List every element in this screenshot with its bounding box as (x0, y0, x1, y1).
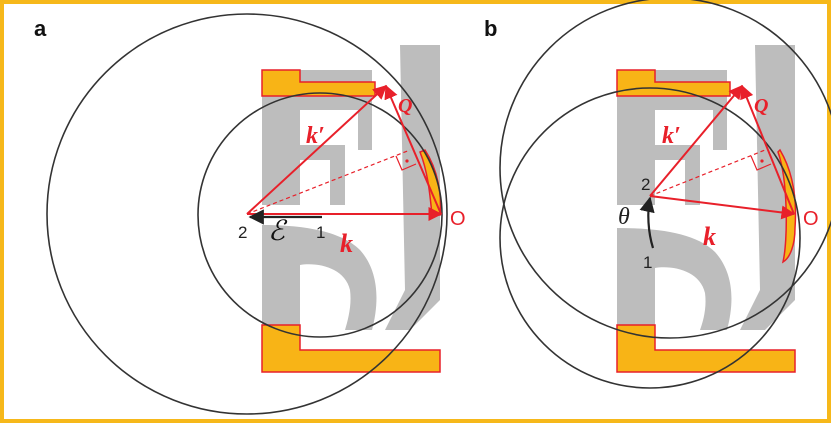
field-label-a: ℰ (268, 216, 288, 247)
right-angle-dot-a (405, 159, 409, 163)
vector-k-b (649, 195, 796, 220)
ewald-sphere-upper-b (499, 0, 831, 339)
origin-label-a: O (450, 208, 466, 230)
k-prime-label-b: k′ (662, 123, 681, 149)
letter-e-gray (262, 70, 372, 205)
ewald-sphere-large-a (46, 13, 448, 415)
dashed-normal-a (246, 149, 411, 215)
right-angle-dot-b (760, 159, 764, 163)
vector-k-prime-b (649, 84, 743, 197)
letter-e-gray-b (617, 70, 727, 205)
panel-b-label: b (484, 16, 497, 41)
field-start-label-a: 1 (316, 223, 325, 242)
letter-l-yellow-top-b (616, 69, 731, 97)
letter-r-gray (262, 225, 377, 330)
panel-b: b k k′ Q O θ 1 2 (484, 0, 831, 389)
panel-a-label: a (34, 16, 47, 41)
q-label-b: Q (754, 95, 768, 117)
right-angle-marker-b (750, 155, 772, 171)
vector-q-b (740, 84, 795, 215)
q-label-a: Q (398, 95, 412, 117)
letter-l-yellow-top (261, 69, 376, 97)
letter-l-yellow-bottom-b (616, 324, 796, 373)
letter-l-yellow-bottom (261, 324, 441, 373)
k-label-a: k (340, 229, 353, 258)
vector-q-a (384, 84, 442, 215)
panel-a-background-letters (261, 45, 442, 373)
k-prime-label-a: k′ (306, 123, 325, 149)
panel-b-background-letters (616, 45, 797, 373)
arc-start-label-b: 1 (643, 253, 652, 272)
ewald-sphere-lower-b (499, 87, 801, 389)
arc-end-label-b: 2 (641, 175, 650, 194)
panel-a: a k k′ Q O ℰ 1 (34, 13, 466, 415)
origin-label-b: O (803, 208, 819, 230)
right-angle-marker-a (395, 155, 417, 171)
rotation-arc-b (639, 196, 655, 249)
vector-k-prime-a (246, 85, 388, 215)
letter-leg-gray (385, 45, 440, 330)
field-end-label-a: 2 (238, 223, 247, 242)
k-label-b: k (703, 222, 716, 251)
letter-r-gray-b (617, 228, 732, 330)
letter-leg-gray-b (740, 45, 795, 330)
angle-label-b: θ (618, 204, 630, 230)
